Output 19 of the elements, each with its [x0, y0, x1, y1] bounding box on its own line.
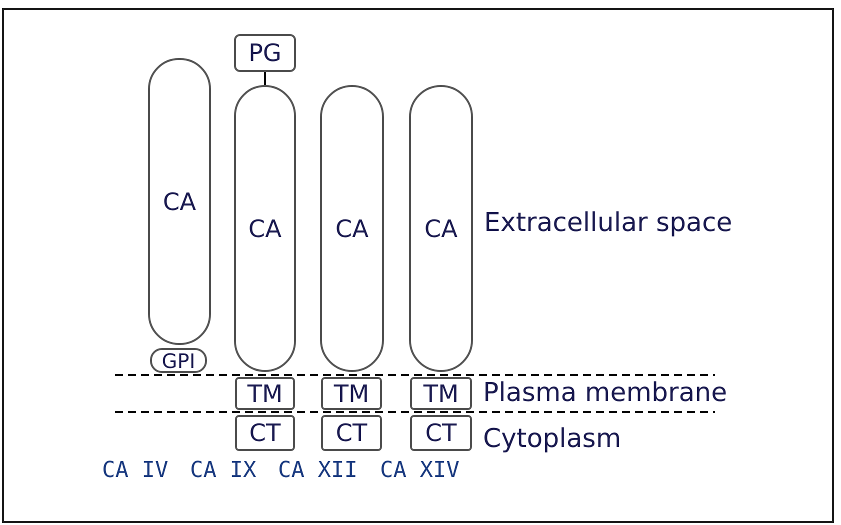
- domain-box: TM: [410, 377, 472, 410]
- isoform-label: CA IV: [102, 458, 168, 483]
- region-label: Cytoplasm: [483, 424, 622, 454]
- connector-line: [264, 72, 266, 85]
- domain-box: CT: [235, 415, 295, 451]
- domain-box: CT: [410, 415, 472, 451]
- protein-pill: CA: [148, 58, 211, 345]
- region-label: Plasma membrane: [483, 378, 728, 408]
- domain-box: CT: [321, 415, 382, 451]
- domain-box: PG: [234, 34, 296, 72]
- protein-pill: CA: [409, 85, 473, 372]
- protein-pill: CA: [234, 85, 296, 372]
- isoform-label: CA IX: [190, 458, 256, 483]
- region-label: Extracellular space: [484, 208, 732, 238]
- isoform-label: CA XII: [278, 458, 358, 483]
- protein-pill: CA: [320, 85, 384, 372]
- domain-box: TM: [321, 377, 382, 410]
- isoform-label: CA XIV: [380, 458, 460, 483]
- domain-box: TM: [235, 377, 295, 410]
